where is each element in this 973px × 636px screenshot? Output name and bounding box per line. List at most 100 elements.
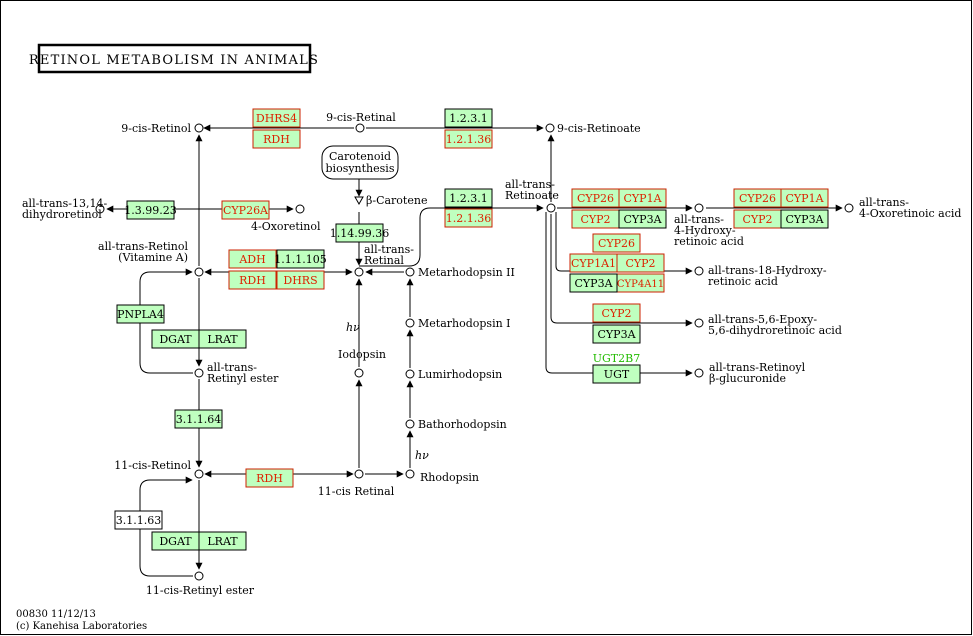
page-title: RETINOL METABOLISM IN ANIMALS xyxy=(29,53,319,68)
label-hydroxy18-line2: retinoic acid xyxy=(708,275,778,288)
node-retinal xyxy=(354,267,364,277)
enzyme-box[interactable] xyxy=(780,209,829,229)
enzyme-cyp26a[interactable]: CYP26A xyxy=(223,204,269,217)
label-retinal-line1: all-trans- xyxy=(364,243,414,256)
label-glucuronide-line1: all-trans-Retinoyl xyxy=(709,361,806,374)
enzyme-box[interactable] xyxy=(592,303,641,323)
node-9cis-retinoate xyxy=(545,123,555,133)
enzyme-1-2-3-1[interactable]: 1.2.3.1 xyxy=(449,112,487,125)
enzyme-box[interactable] xyxy=(228,270,277,290)
label-ester-line1: all-trans- xyxy=(207,361,257,374)
enzyme-adh[interactable]: ADH xyxy=(238,253,265,266)
enzyme-cyp3a[interactable]: CYP3A xyxy=(597,328,636,341)
enzyme-3-1-1-63[interactable]: 3.1.1.63 xyxy=(116,514,161,527)
node-retinoate xyxy=(546,203,556,213)
enzyme-cyp2[interactable]: CYP2 xyxy=(580,213,610,226)
enzyme-1-3-99-23[interactable]: 1.3.99.23 xyxy=(124,204,176,217)
enzyme-cyp3a[interactable]: CYP3A xyxy=(623,213,662,226)
enzyme-box[interactable] xyxy=(198,531,247,551)
label-hydroxy4-line1: all-trans- xyxy=(674,213,724,226)
enzyme-box[interactable] xyxy=(116,304,165,324)
enzyme-1-14-99-36[interactable]: 1.14.99.36 xyxy=(330,227,389,240)
enzyme-box[interactable] xyxy=(174,409,223,429)
node-lumirhodopsin xyxy=(405,369,415,379)
enzyme-lrat[interactable]: LRAT xyxy=(207,333,238,346)
enzyme-ugt[interactable]: UGT xyxy=(604,368,630,381)
enzyme-cyp3a[interactable]: CYP3A xyxy=(785,213,824,226)
enzyme-1-2-1-36[interactable]: 1.2.1.36 xyxy=(446,212,491,225)
enzyme-3-1-1-64[interactable]: 3.1.1.64 xyxy=(176,413,221,426)
enzyme-1-2-1-36[interactable]: 1.2.1.36 xyxy=(446,133,491,146)
enzyme-box[interactable] xyxy=(221,200,270,220)
label-epoxy-line2: 5,6-dihydroretinoic acid xyxy=(708,324,842,337)
enzyme-cyp2[interactable]: CYP2 xyxy=(742,213,772,226)
enzyme-box[interactable] xyxy=(444,188,493,208)
label-dihydroretinol-line2: dihydroretinol xyxy=(22,208,102,221)
enzyme-box[interactable] xyxy=(245,468,294,488)
enzyme-cyp3a[interactable]: CYP3A xyxy=(574,277,613,290)
enzyme-box[interactable] xyxy=(335,223,384,243)
label-9cis-retinol: 9-cis-Retinol xyxy=(121,122,191,135)
node-hydroxy18 xyxy=(694,266,704,276)
label-iodopsin: Iodopsin xyxy=(338,348,386,361)
enzyme-dhrs[interactable]: DHRS xyxy=(283,274,317,287)
label-retinoate-line2: Retinoate xyxy=(505,189,559,202)
enzyme-cyp1a[interactable]: CYP1A xyxy=(785,192,824,205)
label-11cis-retinal: 11-cis Retinal xyxy=(318,485,395,498)
enzyme-cyp26[interactable]: CYP26 xyxy=(598,237,635,250)
enzyme-1-2-3-1[interactable]: 1.2.3.1 xyxy=(449,192,487,205)
enzyme-box[interactable] xyxy=(276,249,325,269)
enzyme-cyp1a[interactable]: CYP1A xyxy=(623,192,662,205)
enzyme-rdh[interactable]: RDH xyxy=(256,472,283,485)
enzyme-box[interactable] xyxy=(569,273,618,293)
enzyme-box[interactable] xyxy=(616,253,665,273)
enzyme-box[interactable] xyxy=(780,188,829,208)
node-11cis-retinol xyxy=(194,469,204,479)
enzyme-rdh[interactable]: RDH xyxy=(263,133,290,146)
label-glucuronide-line2: β-glucuronide xyxy=(709,372,786,385)
enzyme-cyp26[interactable]: CYP26 xyxy=(739,192,776,205)
enzyme-box[interactable] xyxy=(592,233,641,253)
enzyme-box[interactable] xyxy=(114,510,163,530)
enzyme-box[interactable] xyxy=(126,200,175,220)
enzyme-box[interactable] xyxy=(228,249,277,269)
edge-retinoate-glucuronide xyxy=(545,212,693,377)
enzyme-dgat[interactable]: DGAT xyxy=(159,333,192,346)
enzyme-pnpla4[interactable]: PNPLA4 xyxy=(117,308,164,321)
label-metarhodopsin1: Metarhodopsin I xyxy=(418,317,511,330)
enzyme-cyp2[interactable]: CYP2 xyxy=(625,257,655,270)
enzyme-box[interactable] xyxy=(252,108,301,128)
carotenoid-map-link[interactable] xyxy=(321,145,399,180)
enzyme-cyp2[interactable]: CYP2 xyxy=(601,307,631,320)
label-retinal-line2: Retinal xyxy=(364,254,404,267)
enzyme-cyp4a11[interactable]: CYP4A11 xyxy=(617,279,664,290)
label-carotenoid-line1: Carotenoid xyxy=(329,150,391,163)
enzyme-box[interactable] xyxy=(252,129,301,149)
node-metarhodopsin1 xyxy=(405,318,415,328)
enzyme-box[interactable] xyxy=(198,329,247,349)
enzyme-dhrs4[interactable]: DHRS4 xyxy=(256,112,297,125)
node-beta-carotene xyxy=(354,196,364,206)
node-11cis-retinal xyxy=(354,469,364,479)
enzyme-box[interactable] xyxy=(618,209,667,229)
node-epoxy xyxy=(694,318,704,328)
enzyme-ugt2b7[interactable]: UGT2B7 xyxy=(593,352,640,365)
enzyme-lrat[interactable]: LRAT xyxy=(207,535,238,548)
enzyme-box[interactable] xyxy=(444,208,493,228)
enzyme-box[interactable] xyxy=(592,324,641,344)
enzyme-cyp26[interactable]: CYP26 xyxy=(577,192,614,205)
enzyme-box[interactable] xyxy=(618,188,667,208)
enzyme-box[interactable] xyxy=(592,364,641,384)
enzyme-dgat[interactable]: DGAT xyxy=(159,535,192,548)
enzyme-box[interactable] xyxy=(444,129,493,149)
node-11cis-ester xyxy=(194,571,204,581)
enzyme-1-1-1-105[interactable]: 1.1.1.105 xyxy=(274,253,326,266)
label-oxo4-line2: 4-Oxoretinoic acid xyxy=(859,207,961,220)
enzyme-rdh[interactable]: RDH xyxy=(239,274,266,287)
enzyme-box[interactable] xyxy=(276,270,325,290)
enzyme-box[interactable] xyxy=(444,108,493,128)
enzyme-cyp1a1[interactable]: CYP1A1 xyxy=(571,257,616,270)
